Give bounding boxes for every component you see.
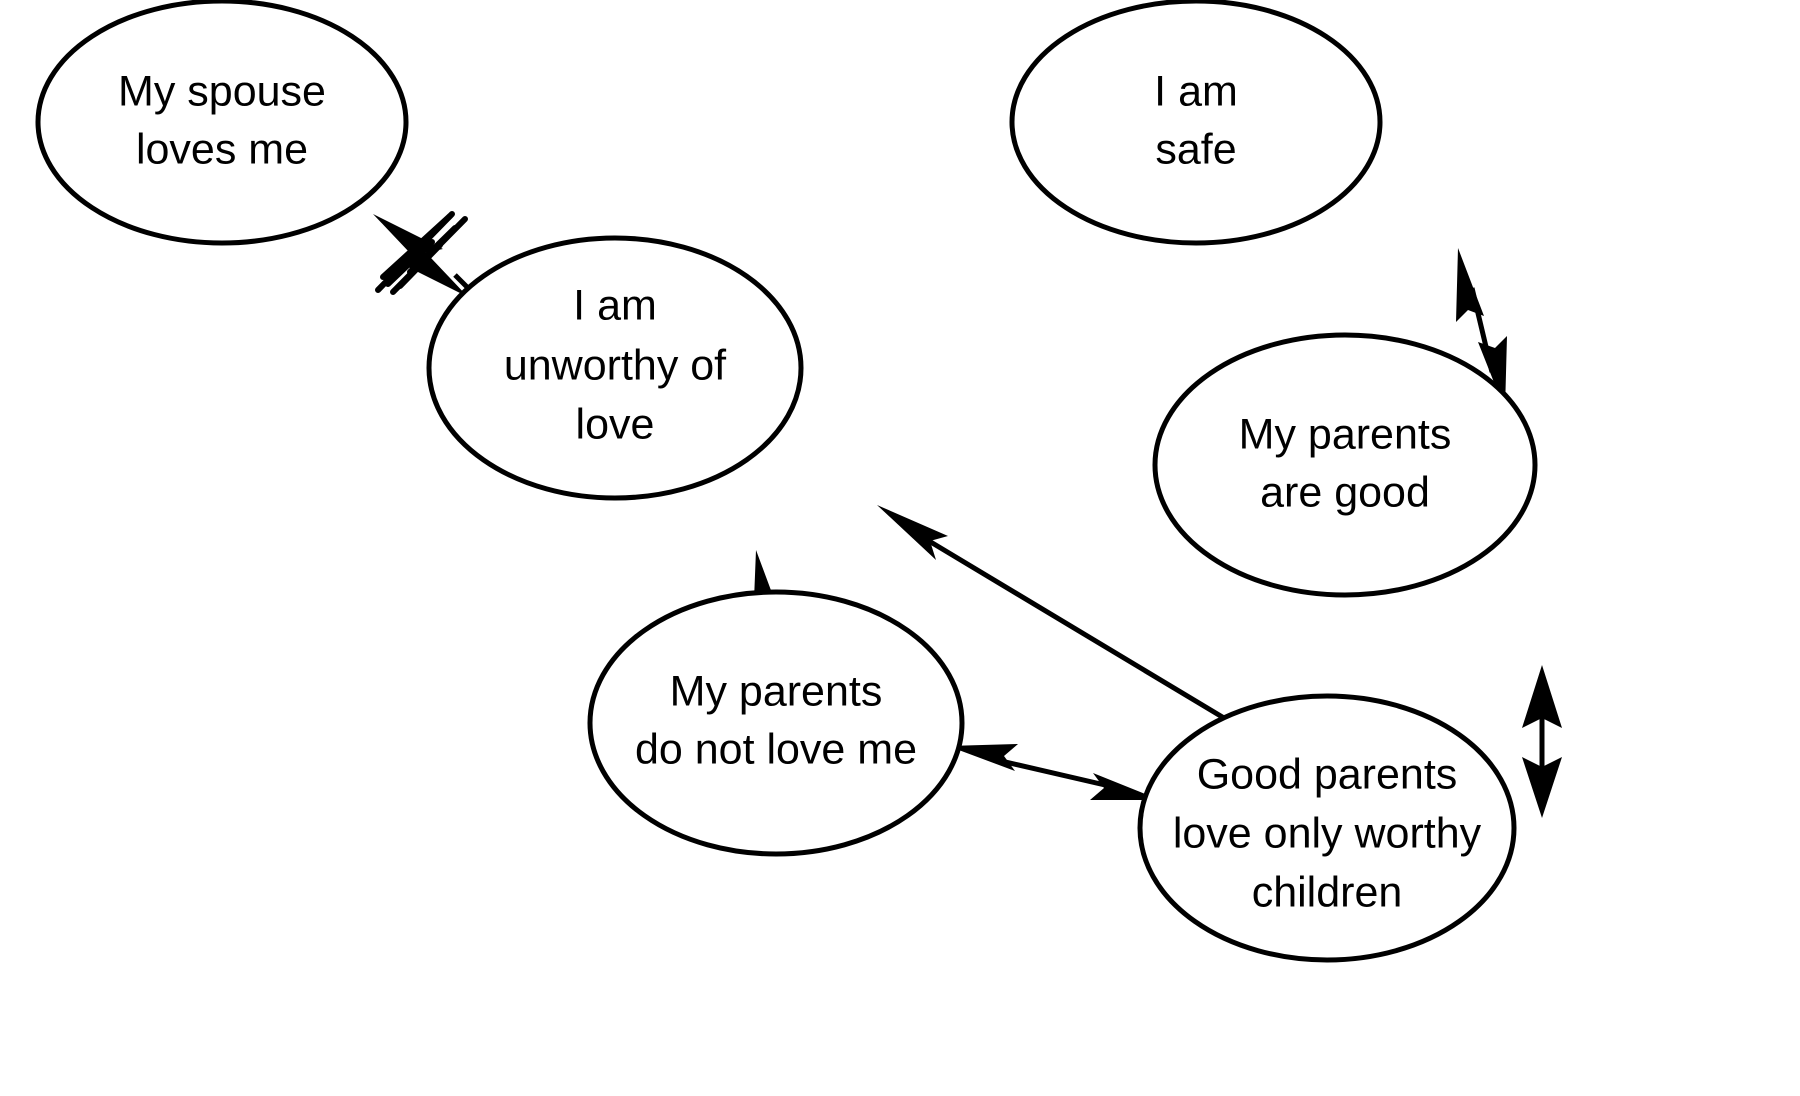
node-my-spouse-loves-me[interactable]: My spouse loves me [35, 0, 409, 246]
arrow-head-upleft-icon [373, 214, 443, 272]
edge-my-parents-are-good-to-good-parents-love-only-worthy-children[interactable] [1522, 665, 1562, 818]
node-ellipse [1009, 0, 1383, 246]
node-label-line-1: My parents [1239, 410, 1452, 458]
node-label-line-1: I am [573, 281, 657, 329]
arrow-head-up-icon [1522, 665, 1562, 728]
node-ellipse [587, 589, 965, 857]
node-ellipse [35, 0, 409, 246]
node-my-parents-are-good[interactable]: My parents are good [1152, 332, 1538, 598]
node-ellipse [1152, 332, 1538, 598]
node-label-line-1: Good parents [1197, 750, 1458, 798]
node-label-line-2: are good [1260, 468, 1430, 516]
node-ellipse [1137, 693, 1517, 963]
arrow-head-right-icon [1090, 773, 1160, 800]
arrow-head-upleft-icon [877, 505, 948, 560]
node-i-am-safe[interactable]: I am safe [1009, 0, 1383, 246]
conflict-scribble-icon [375, 211, 468, 295]
node-good-parents-love-only-worthy-children[interactable]: Good parents love only worthy children [1137, 693, 1517, 963]
edge-parents-do-not-love-me-to-good-parents-love-only-worthy-children[interactable] [948, 744, 1160, 800]
edge-line [996, 757, 1106, 788]
node-label-line-3: love [576, 400, 655, 448]
edge-line-lower [453, 273, 470, 290]
node-label-line-1: I am [1154, 67, 1238, 115]
arrow-head-downright-icon [398, 239, 468, 297]
node-label-line-2: safe [1155, 125, 1236, 173]
node-label-line-2: loves me [136, 125, 308, 173]
node-my-parents-do-not-love-me[interactable]: My parents do not love me [587, 589, 965, 857]
node-label-line-3: children [1252, 868, 1403, 916]
arrow-head-up-icon [1456, 248, 1484, 322]
node-label-line-2: love only worthy [1173, 809, 1482, 857]
edge-line [922, 535, 1246, 733]
node-ellipse [426, 235, 804, 501]
node-label-line-2: do not love me [635, 725, 917, 773]
node-label-line-1: My parents [670, 667, 883, 715]
node-i-am-unworthy-of-love[interactable]: I am unworthy of love [426, 235, 804, 501]
arrow-head-down-icon [1522, 757, 1562, 818]
edge-spouse-loves-me-to-unworthy-of-love[interactable] [373, 211, 470, 297]
node-label-line-2: unworthy of [504, 341, 727, 389]
arrow-head-left-icon [948, 744, 1018, 771]
node-label-line-1: My spouse [118, 67, 326, 115]
